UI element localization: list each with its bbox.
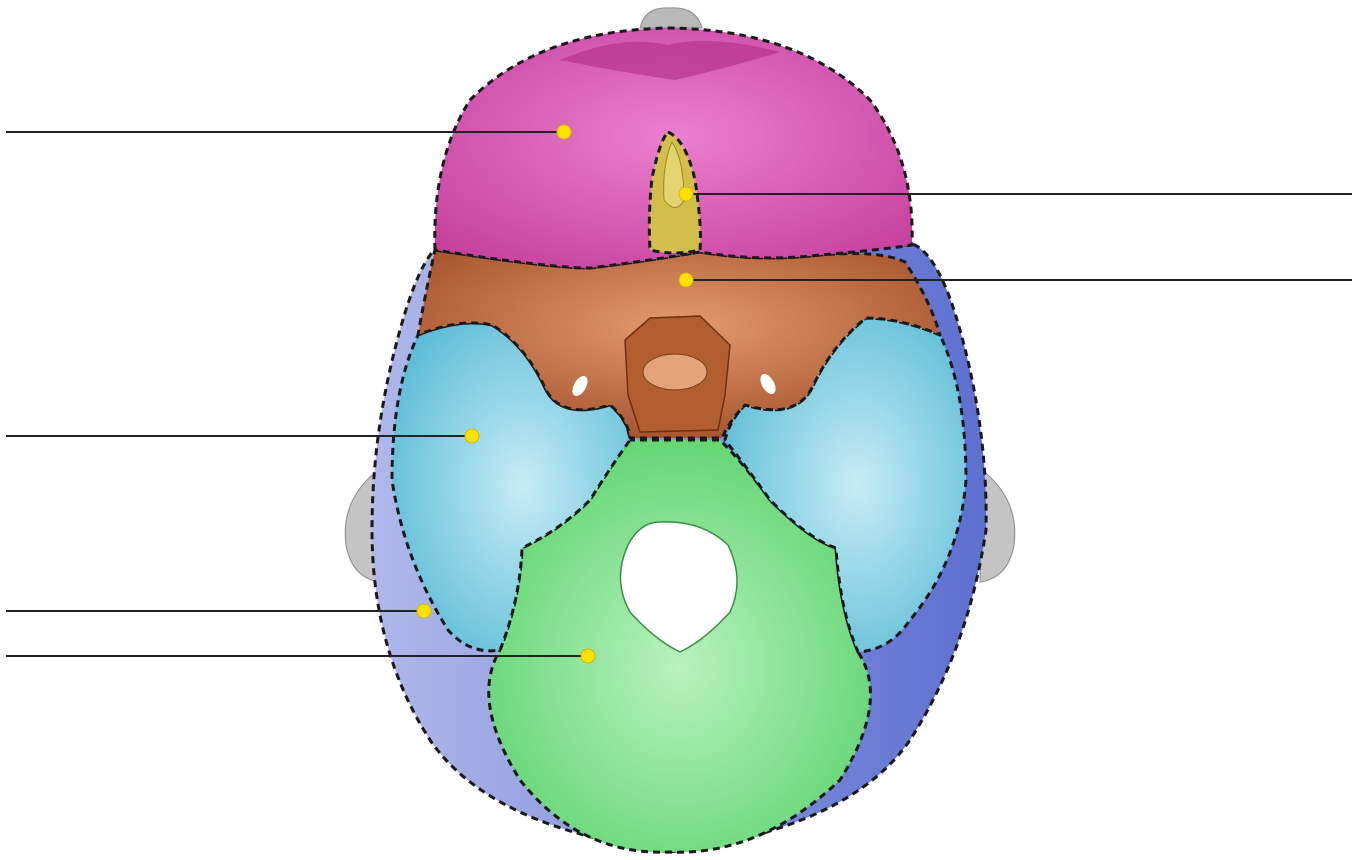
marker-sphenoid[interactable]	[679, 273, 693, 287]
marker-frontal[interactable]	[557, 125, 571, 139]
sella-fossa	[643, 354, 707, 390]
marker-temporal[interactable]	[465, 429, 479, 443]
marker-occipital[interactable]	[581, 649, 595, 663]
nasal-bone-tip	[640, 8, 702, 28]
marker-parietal[interactable]	[417, 604, 431, 618]
marker-ethmoid[interactable]	[679, 187, 693, 201]
